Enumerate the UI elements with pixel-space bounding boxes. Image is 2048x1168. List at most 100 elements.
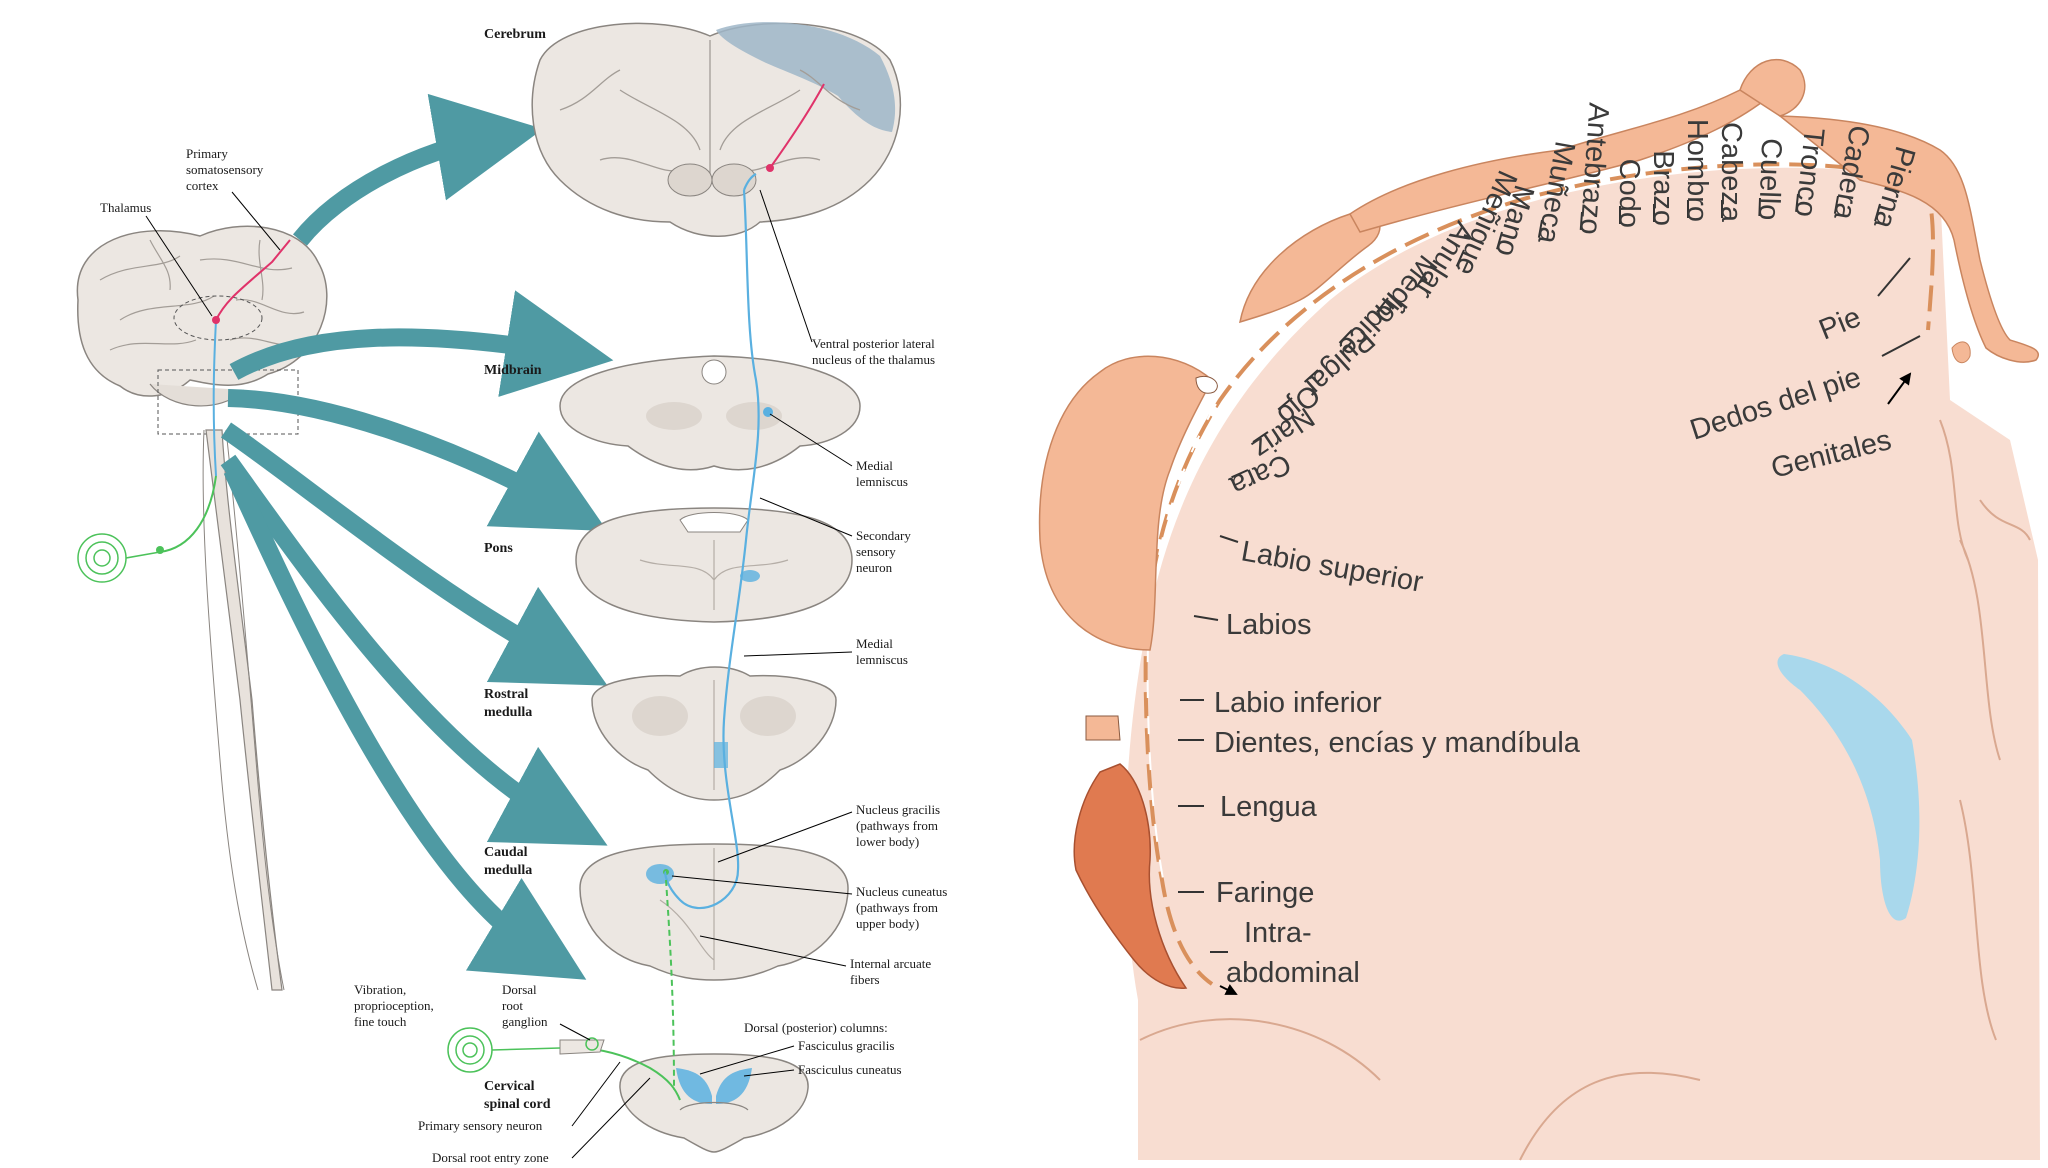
primary-neuron-small <box>159 475 217 553</box>
arrow-intra <box>1219 984 1238 995</box>
cerebrum-to-vpl-axon <box>742 173 757 191</box>
label-medial-lemniscus-2a: Medial <box>856 636 893 651</box>
label-primary-cortex-1: Primary <box>186 146 228 161</box>
leader-fasciculus-gracilis <box>699 1045 795 1075</box>
tick-12 <box>1415 271 1427 288</box>
label-medial-lemniscus-1a: Medial <box>856 458 893 473</box>
tick-2 <box>1795 193 1799 213</box>
tick-17 <box>1252 431 1269 443</box>
label-vibration-3: fine touch <box>354 1014 407 1029</box>
title-caudal-medulla-1: Caudal <box>484 845 528 860</box>
spinal-cord-illustration <box>202 429 285 991</box>
arrow-to-midbrain <box>229 290 614 397</box>
leader-fasciculus-cuneatus <box>743 1069 795 1077</box>
primary-afferent-ascending <box>665 879 675 1091</box>
arrow-to-pons <box>227 389 608 532</box>
tick-pie <box>1877 257 1911 297</box>
label-drg-1: Dorsal <box>502 982 537 997</box>
radial-label: Brazo <box>1647 150 1679 226</box>
label-nucleus-gracilis-3: lower body) <box>856 834 919 849</box>
tick-labio-superior <box>1219 535 1239 543</box>
homunculus-tongue <box>1073 763 1188 989</box>
label-primary-cortex-3: cortex <box>186 178 219 193</box>
label-primary-cortex-2: somatosensory <box>186 162 264 177</box>
cortex-sulci <box>1139 419 2031 1161</box>
cervical-cord-section <box>559 1037 809 1153</box>
leader-medial-lemniscus-2 <box>743 651 853 657</box>
left-panel-dorsal-column-pathway: Cerebrum Midbrain Pons Rostral medulla C… <box>76 22 947 1165</box>
radial-label: Codo <box>1613 159 1645 228</box>
medial-lemniscus-pathway <box>664 189 760 910</box>
label-intra-2: abdominal <box>1226 957 1360 989</box>
title-rostral-medulla-1: Rostral <box>484 687 528 702</box>
receptor-icon-lower <box>447 1027 561 1073</box>
label-medial-lemniscus-1b: lemniscus <box>856 474 908 489</box>
leader-secondary-neuron <box>759 497 853 537</box>
homunculus-figure <box>1038 59 2039 989</box>
thalamocortical-axon-small <box>215 239 291 321</box>
label-dorsal-columns: Dorsal (posterior) columns: <box>744 1020 888 1035</box>
radial-label: Cabeza <box>1715 122 1747 223</box>
label-internal-arcuate-2: fibers <box>850 972 880 987</box>
tick-3 <box>1758 197 1761 217</box>
leader-nucleus-gracilis <box>717 811 853 863</box>
label-dientes: Dientes, encías y mandíbula <box>1214 727 1581 759</box>
section-arrows <box>220 93 614 980</box>
label-lengua: Lengua <box>1220 791 1318 823</box>
leader-entry-zone <box>571 1077 651 1159</box>
tick-9 <box>1537 219 1543 238</box>
tick-16 <box>1277 397 1293 411</box>
homunculus-eye <box>1195 376 1218 394</box>
label-nucleus-cuneatus-1: Nucleus cuneatus <box>856 884 947 899</box>
cortex-boundary-white <box>1146 403 1217 885</box>
homunculus-trunk-leg <box>1777 115 2039 363</box>
label-fasciculus-cuneatus: Fasciculus cuneatus <box>798 1062 902 1077</box>
tick-11 <box>1455 249 1465 267</box>
tick-14 <box>1338 329 1353 344</box>
label-nucleus-cuneatus-3: upper body) <box>856 916 919 931</box>
tick-18 <box>1231 469 1249 479</box>
label-vpl-1: Ventral posterior lateral <box>812 336 935 351</box>
label-vibration-2: proprioception, <box>354 998 434 1013</box>
title-caudal-medulla-2: medulla <box>484 863 532 878</box>
pons-section <box>575 507 853 623</box>
leader-primary-neuron <box>571 1061 621 1127</box>
arrow-to-caudal-medulla <box>220 454 608 846</box>
leader-drg <box>559 1023 591 1041</box>
label-nucleus-gracilis-2: (pathways from <box>856 818 938 833</box>
arrow-to-cervical-cord <box>223 466 587 980</box>
label-drg-2: root <box>502 998 523 1013</box>
homunculus-face <box>1038 355 1213 651</box>
homunculus-toes <box>1951 341 1971 364</box>
tick-labios <box>1193 615 1219 621</box>
caudal-medulla-section <box>579 843 849 981</box>
homunculus-lips <box>1085 715 1121 741</box>
label-entry-zone: Dorsal root entry zone <box>432 1150 549 1165</box>
label-faringe: Faringe <box>1216 877 1314 909</box>
radial-label: Hombro <box>1681 119 1713 222</box>
title-cervical-2: spinal cord <box>484 1097 551 1112</box>
label-intra-1: Intra- <box>1244 917 1312 949</box>
label-thalamus: Thalamus <box>100 200 151 215</box>
lemniscus-small <box>212 319 217 477</box>
homunculus-head <box>1739 59 1806 117</box>
leader-medial-lemniscus-1 <box>769 413 853 467</box>
right-panel-sensory-homunculus: PiernaCaderaTroncoCuelloCabezaHombroBraz… <box>1038 59 2040 1161</box>
radial-label: Cuello <box>1752 138 1787 221</box>
title-cervical-1: Cervical <box>484 1079 535 1094</box>
title-pons: Pons <box>484 541 513 556</box>
label-fasciculus-gracilis: Fasciculus gracilis <box>798 1038 894 1053</box>
label-secondary-neuron-3: neuron <box>856 560 893 575</box>
leader-thalamus <box>145 215 213 317</box>
label-nucleus-cuneatus-2: (pathways from <box>856 900 938 915</box>
title-midbrain: Midbrain <box>484 363 542 378</box>
homunculus-hand <box>1239 211 1381 324</box>
tick-1 <box>1833 195 1839 214</box>
tick-0 <box>1874 203 1881 222</box>
label-secondary-neuron-1: Secondary <box>856 528 911 543</box>
rostral-medulla-section <box>591 666 837 801</box>
leader-nucleus-cuneatus <box>671 875 853 895</box>
label-vibration-1: Vibration, <box>354 982 406 997</box>
receptor-icon-upper <box>77 533 164 583</box>
